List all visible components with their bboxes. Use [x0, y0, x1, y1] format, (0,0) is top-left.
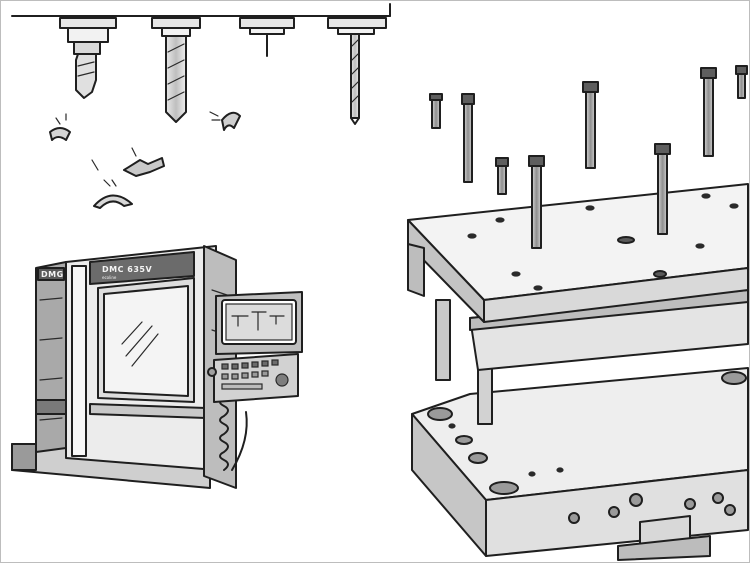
bottom-mold-plate	[411, 367, 749, 561]
metal-chips	[49, 111, 241, 209]
ejector-pin	[461, 93, 475, 183]
spindle-rail	[11, 3, 391, 17]
engraving-tool	[239, 17, 295, 57]
ejector-pin	[735, 65, 748, 99]
ejector-pin	[654, 143, 671, 235]
control-screen	[225, 303, 293, 341]
ejector-pin	[429, 93, 443, 129]
machine-brand-label: DMG	[41, 270, 64, 279]
ejector-pins	[429, 65, 748, 249]
face-mill-tool	[59, 17, 117, 99]
top-plate-holes	[467, 193, 739, 291]
cnc-machine: DMG DMC 635V ecoline	[11, 245, 248, 489]
plate-bolts	[568, 492, 736, 524]
long-drill-tool	[327, 17, 387, 125]
machine-model-sublabel: ecoline	[102, 275, 117, 280]
ejector-pin	[582, 81, 599, 169]
keypad	[221, 359, 289, 390]
control-panel	[207, 291, 303, 403]
plate-holes	[427, 371, 747, 495]
drill-bit-tool	[151, 17, 201, 123]
ejector-pin	[700, 67, 717, 157]
ejector-pin	[495, 157, 509, 195]
ejector-pin	[528, 155, 545, 249]
machine-model-label: DMC 635V	[102, 265, 152, 274]
